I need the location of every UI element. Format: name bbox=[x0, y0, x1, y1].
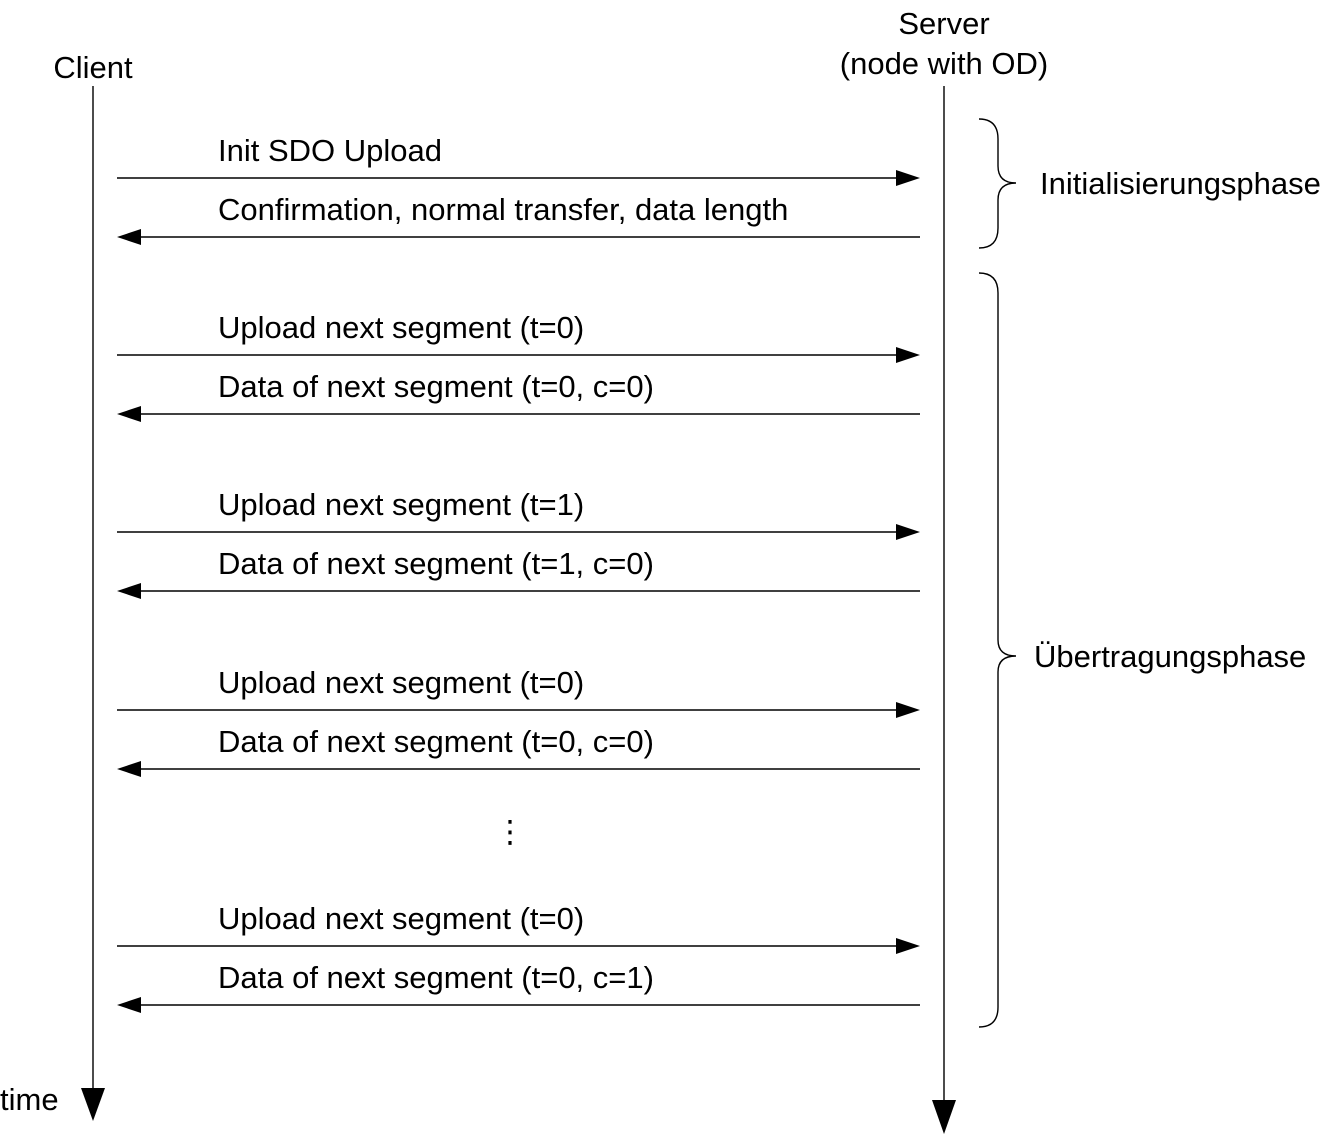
message-arrowhead bbox=[896, 524, 920, 540]
uebertragungsphase-label: Übertragungsphase bbox=[1034, 639, 1306, 674]
message-label: Data of next segment (t=0, c=1) bbox=[218, 960, 654, 995]
time-axis-label: time bbox=[0, 1082, 59, 1117]
message-label: Data of next segment (t=0, c=0) bbox=[218, 724, 654, 759]
message-4: Data of next segment (t=0, c=0) bbox=[117, 369, 920, 422]
message-label: Upload next segment (t=0) bbox=[218, 901, 584, 936]
uebertragungsphase-brace bbox=[978, 272, 1017, 1028]
client-label: Client bbox=[53, 50, 133, 85]
message-arrowhead bbox=[896, 938, 920, 954]
message-arrowhead bbox=[117, 761, 141, 777]
server-label: Server bbox=[898, 6, 989, 41]
server-time-arrowhead bbox=[932, 1100, 956, 1134]
message-2: Confirmation, normal transfer, data leng… bbox=[117, 192, 920, 245]
message-arrowhead bbox=[896, 702, 920, 718]
message-label: Upload next segment (t=0) bbox=[218, 665, 584, 700]
message-7: Upload next segment (t=0) bbox=[117, 665, 920, 718]
message-arrowhead bbox=[117, 583, 141, 599]
message-10: Data of next segment (t=0, c=1) bbox=[117, 960, 920, 1013]
server-sublabel: (node with OD) bbox=[840, 46, 1048, 81]
continuation-ellipsis: ⋮ bbox=[495, 814, 526, 849]
message-6: Data of next segment (t=1, c=0) bbox=[117, 546, 920, 599]
message-label: Data of next segment (t=0, c=0) bbox=[218, 369, 654, 404]
message-label: Data of next segment (t=1, c=0) bbox=[218, 546, 654, 581]
message-arrowhead bbox=[117, 406, 141, 422]
initialisierungsphase-label: Initialisierungsphase bbox=[1040, 166, 1321, 201]
message-arrowhead bbox=[896, 170, 920, 186]
initialisierungsphase-brace bbox=[978, 118, 1017, 249]
message-1: Init SDO Upload bbox=[117, 133, 920, 186]
message-arrowhead bbox=[117, 997, 141, 1013]
message-3: Upload next segment (t=0) bbox=[117, 310, 920, 363]
message-arrowhead bbox=[896, 347, 920, 363]
message-9: Upload next segment (t=0) bbox=[117, 901, 920, 954]
message-8: Data of next segment (t=0, c=0) bbox=[117, 724, 920, 777]
message-arrowhead bbox=[117, 229, 141, 245]
message-label: Confirmation, normal transfer, data leng… bbox=[218, 192, 788, 227]
message-label: Init SDO Upload bbox=[218, 133, 442, 168]
client-time-arrowhead bbox=[81, 1088, 105, 1121]
message-label: Upload next segment (t=0) bbox=[218, 310, 584, 345]
message-5: Upload next segment (t=1) bbox=[117, 487, 920, 540]
message-label: Upload next segment (t=1) bbox=[218, 487, 584, 522]
